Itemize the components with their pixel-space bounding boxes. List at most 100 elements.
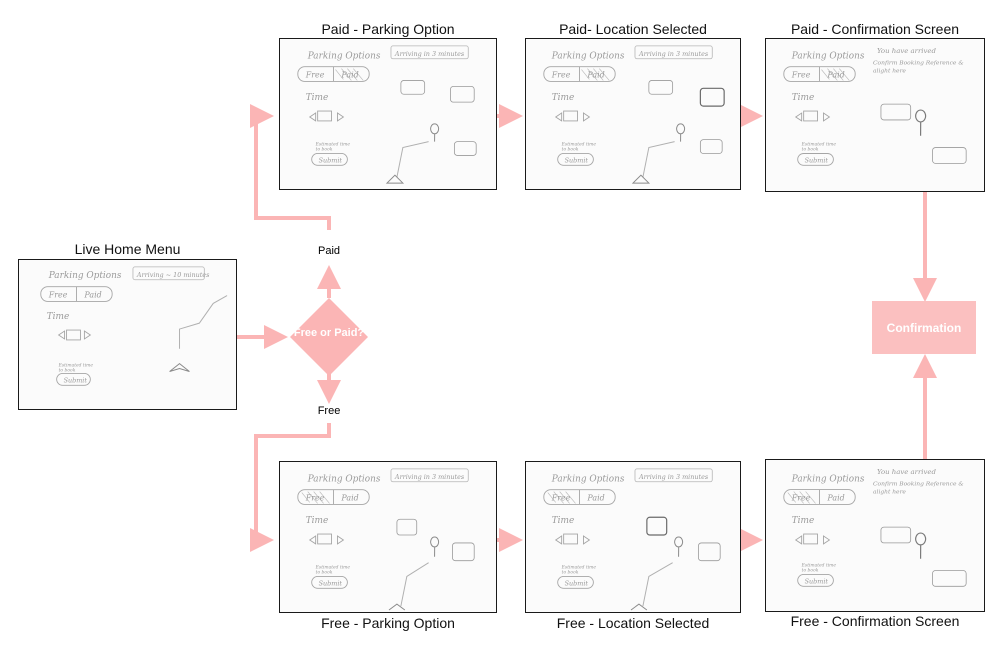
toggle-free-label: Free [791,71,811,80]
map-pin-icon [430,536,440,557]
parking-options-label: Parking Options [551,475,625,485]
price-bubble [453,141,477,156]
confirm-bubble [932,147,967,164]
toggle-free-label: Free [305,71,325,80]
submit-button[interactable] [557,576,594,589]
toggle-paid-label: Paid [340,71,358,80]
time-stepper[interactable] [57,329,92,341]
nav-arrow-icon [388,603,406,611]
parking-options-label: Parking Options [48,271,122,281]
parking-options-label: Parking Options [791,475,865,485]
time-label: Time [552,516,574,526]
toggle-paid-label: Paid [586,71,604,80]
route-line [642,562,673,607]
price-bubble [450,85,475,103]
parking-options-label: Parking Options [551,52,625,62]
map-pin-icon [915,532,927,559]
price-bubble-selected [699,87,725,107]
arrival-note-box [132,266,205,281]
toggle-paid-label: Paid [340,494,358,503]
svg-text:Confirm Booking Reference &: Confirm Booking Reference & [873,60,964,67]
price-bubble [699,139,723,154]
submit-button[interactable] [797,153,834,166]
parking-options-label: Parking Options [791,52,865,62]
arrival-note-box [390,45,469,60]
svg-text:Estimated time: Estimated time [315,566,351,571]
arrival-note-box [390,468,469,483]
svg-text:Confirm Booking Reference &: Confirm Booking Reference & [873,481,964,488]
confirm-message: You have arrived [877,47,937,55]
frame-free-location: Parking Options Arriving in 3 minutes Fr… [525,461,741,613]
nav-arrow-icon [630,603,648,611]
submit-label: Submit [319,579,343,587]
toggle-paid-label: Paid [586,494,604,503]
time-stepper[interactable] [554,110,591,122]
caption-free-option: Free - Parking Option [321,615,455,631]
time-stepper[interactable] [554,533,591,545]
spot-bubble [452,542,475,562]
caption-free-location: Free - Location Selected [556,615,710,631]
decision-diamond [290,298,368,376]
submit-label: Submit [805,577,829,585]
submit-button[interactable] [311,576,348,589]
svg-text:Estimated time: Estimated time [58,364,94,369]
time-label: Time [306,93,328,103]
time-stepper[interactable] [308,533,345,545]
frame-paid-confirm: Parking Options You have arrived Confirm… [765,38,985,192]
spot-bubble-selected [646,516,668,536]
arrival-note-text: Arriving ~ 10 minutes [136,271,210,279]
svg-text:to book: to book [802,569,819,574]
confirm-bubble [880,526,912,544]
parking-options-label: Parking Options [307,52,381,62]
submit-label: Submit [565,579,589,587]
svg-text:to book: to book [316,571,333,576]
toggle-free-label: Free [791,493,811,502]
submit-button[interactable] [797,574,834,587]
nav-arrow-icon [385,174,405,184]
submit-button[interactable] [311,153,348,166]
frame-free-confirm: Parking Options You have arrived Confirm… [765,459,985,612]
map-pin-icon [915,109,927,136]
submit-label: Submit [64,376,88,384]
free-branch-label: Free [317,405,341,417]
spot-bubble [697,542,721,562]
caption-free-confirm: Free - Confirmation Screen [790,613,960,629]
confirm-bubble [880,103,912,121]
submit-label: Submit [319,156,343,164]
svg-text:alight here: alight here [873,489,906,496]
svg-text:to book: to book [316,148,333,153]
confirm-message: You have arrived [877,468,937,476]
time-label: Time [306,516,328,526]
frame-home: Parking Options Arriving ~ 10 minutes Fr… [18,259,237,410]
paid-branch-label: Paid [317,245,341,257]
frame-paid-option: Parking Options Arriving in 3 minutes Fr… [279,38,497,190]
caption-paid-option: Paid - Parking Option [321,21,455,37]
arrival-note-text: Arriving in 3 minutes [638,473,709,481]
time-label: Time [792,516,814,526]
submit-label: Submit [805,156,829,164]
toggle-paid-label: Paid [83,291,101,300]
svg-text:Estimated time: Estimated time [561,143,597,148]
time-stepper[interactable] [794,110,831,122]
time-stepper[interactable] [794,533,831,545]
time-stepper[interactable] [308,110,345,122]
svg-text:to book: to book [802,148,819,153]
frame-free-option: Parking Options Arriving in 3 minutes Fr… [279,461,497,613]
submit-button[interactable] [557,153,594,166]
route-line [179,295,228,349]
map-pin-icon [676,123,686,142]
svg-text:Estimated time: Estimated time [801,143,837,148]
submit-button[interactable] [56,373,91,386]
price-bubble [400,80,426,95]
confirm-bubble [932,570,967,587]
toggle-paid-label: Paid [826,71,844,80]
toggle-free-label: Free [551,71,571,80]
svg-text:to book: to book [562,571,579,576]
map-pin-icon [430,123,440,142]
svg-text:to book: to book [562,148,579,153]
parking-options-label: Parking Options [307,475,381,485]
svg-text:alight here: alight here [873,68,906,75]
arrow-free-to-free-option [250,423,331,552]
arrival-note-text: Arriving in 3 minutes [394,50,465,58]
